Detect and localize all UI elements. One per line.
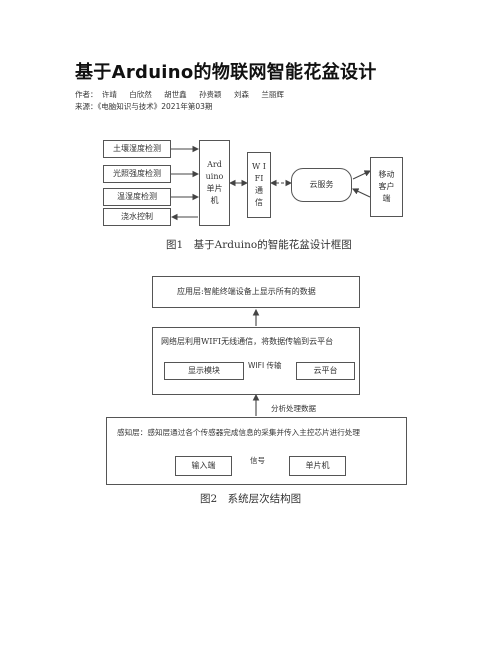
signal-label: 信号 (250, 456, 265, 465)
mcu-box: 单片机 (289, 456, 346, 476)
application-layer-box: 应用层:智能终端设备上显示所有的数据 (152, 276, 360, 308)
temp-humidity-box: 温湿度检测 (103, 188, 171, 206)
display-module-box: 显示模块 (164, 362, 244, 380)
network-layer-box: 网络层利用WIFI无线通信，将数据传输到云平台 (152, 327, 360, 395)
source-line: 来源：《电脑知识与技术》2021年第03期 (75, 101, 222, 112)
figure2-caption: 图2 系统层次结构图 (200, 493, 302, 505)
author-name: 孙贵颖 (199, 90, 222, 99)
perception-layer-box: 感知层：感知层通过各个传感器完成信息的采集并传入主控芯片进行处理 (106, 417, 407, 485)
watering-control-box: 浇水控制 (103, 208, 171, 226)
network-layer-text: 网络层利用WIFI无线通信，将数据传输到云平台 (161, 337, 334, 346)
cloud-platform-box: 云平台 (296, 362, 355, 380)
author-name: 许靖 (101, 90, 117, 99)
source-text: 《电脑知识与技术》2021年第03期 (97, 102, 213, 111)
analysis-label: 分析处理数据 (271, 404, 316, 413)
arduino-mcu-box: Ard uino 单片 机 (199, 140, 230, 226)
perception-layer-text: 感知层：感知层通过各个传感器完成信息的采集并传入主控芯片进行处理 (117, 428, 360, 437)
author-name: 刘森 (233, 90, 249, 99)
cloud-service-box: 云服务 (291, 168, 352, 202)
light-intensity-box: 光照强度检测 (103, 165, 171, 183)
soil-moisture-box: 土壤湿度检测 (103, 140, 171, 158)
wifi-transfer-label: WIFI 传输 (248, 361, 282, 370)
mobile-client-box: 移动 客户 端 (370, 157, 403, 217)
authors-line: 作者： 许靖 白欣然 胡世鑫 孙贵颖 刘森 兰丽辉 (75, 89, 294, 100)
wifi-comm-box: W IFI 通 信 (247, 152, 271, 218)
input-box: 输入端 (175, 456, 232, 476)
article-title: 基于Arduino的物联网智能花盆设计 (75, 62, 377, 83)
source-label: 来源： (75, 102, 98, 111)
authors-label: 作者： (75, 90, 98, 99)
author-name: 兰丽辉 (261, 90, 284, 99)
author-name: 胡世鑫 (164, 90, 187, 99)
figure1-caption: 图1 基于Arduino的智能花盆设计框图 (166, 239, 352, 251)
author-name: 白欣然 (129, 90, 152, 99)
